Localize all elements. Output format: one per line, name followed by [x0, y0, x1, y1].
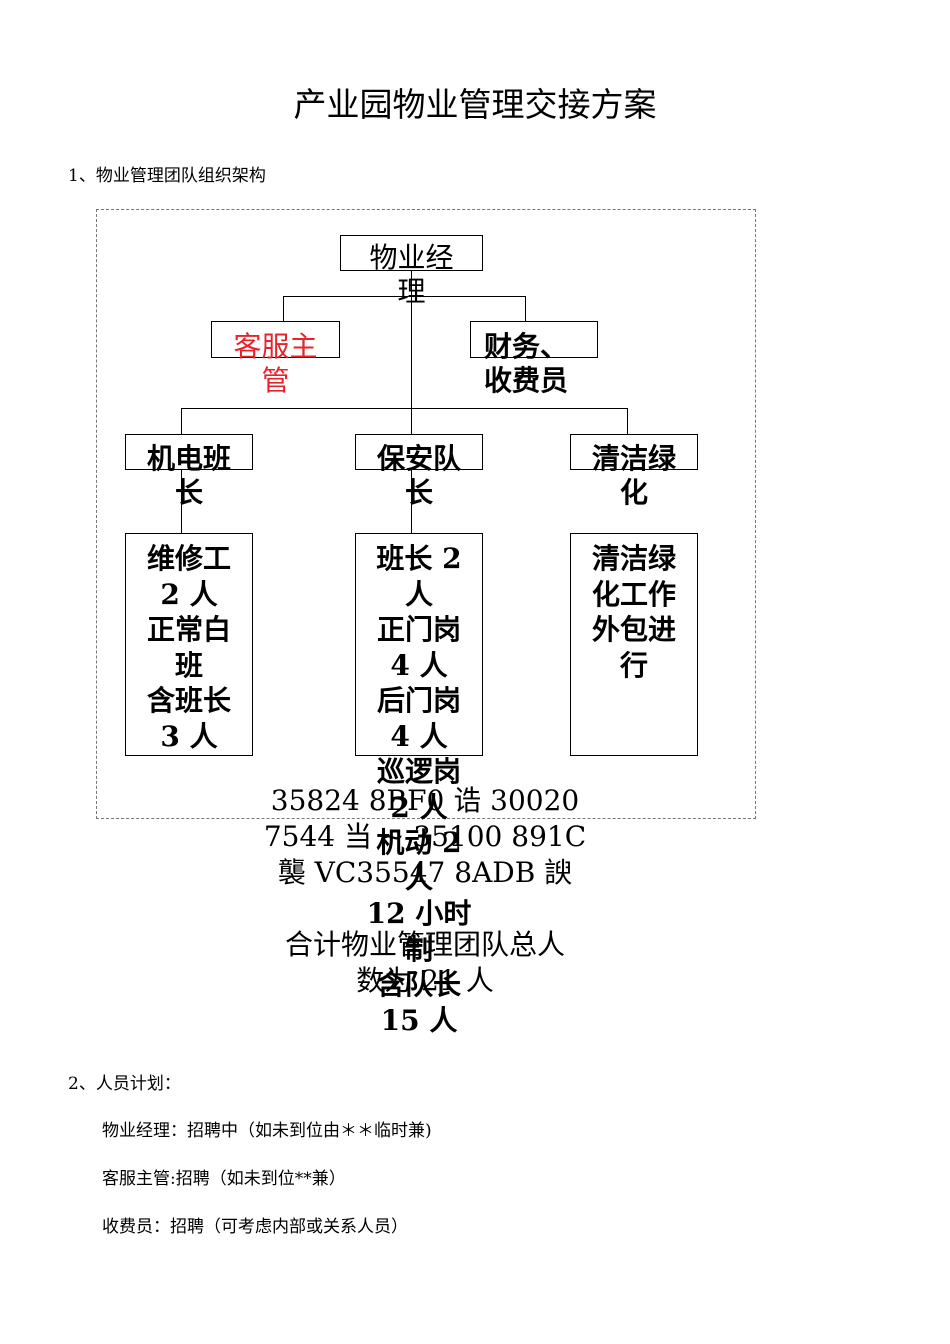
- org-detail-cleaning-box: [570, 533, 698, 756]
- detail-line: 人: [404, 577, 433, 611]
- detail-line: 巡逻岗: [376, 755, 461, 788]
- detail-line: 班长 2: [376, 542, 462, 575]
- detail-line: 2 人: [160, 577, 218, 611]
- detail-line: 12 小时: [366, 897, 472, 930]
- detail-line: 后门岗: [376, 684, 461, 717]
- detail-line: 正门岗: [376, 613, 461, 646]
- org-detail-security-box: [355, 533, 483, 756]
- org-detail-mep-box: [125, 533, 253, 756]
- connector-mep-drop: [181, 408, 182, 434]
- detail-line: 正常白: [146, 613, 231, 646]
- detail-line: 清洁绿: [591, 542, 676, 575]
- detail-line: 机动 2: [376, 826, 462, 859]
- detail-line: 人: [404, 861, 433, 895]
- connector-cs-drop: [283, 296, 284, 321]
- plan-item-cashier: 收费员：招聘（可考虑内部或关系人员）: [102, 1217, 408, 1237]
- overlay-garbled-text: 35824 8BF0 诰 30020 7544 当 ~ 35100 891C 襲…: [263, 784, 587, 889]
- org-node-manager-label: 物业经 理: [369, 241, 454, 308]
- org-node-manager: [340, 235, 483, 271]
- detail-line: 化工作: [591, 577, 676, 611]
- connector-level3-horizontal: [181, 408, 627, 409]
- detail-line: 维修工: [146, 542, 231, 575]
- connector-mep-detail: [181, 470, 182, 533]
- detail-line: 含班长: [146, 684, 231, 717]
- org-node-cleaning-label: 清洁绿 化: [591, 442, 676, 509]
- org-node-finance-label: 财务、 收费员: [484, 330, 569, 397]
- connector-manager-trunk: [411, 271, 412, 434]
- page-title: 产业园物业管理交接方案: [293, 85, 657, 124]
- detail-line: 行: [619, 648, 648, 682]
- detail-line: 3 人: [160, 719, 218, 753]
- plan-item-manager: 物业经理：招聘中（如未到位由＊＊临时兼): [102, 1121, 432, 1141]
- connector-security-detail: [411, 470, 412, 533]
- org-node-security-lead-label: 保安队 长: [376, 442, 461, 509]
- org-chart-frame: [96, 209, 756, 819]
- org-node-finance: [470, 321, 598, 358]
- org-detail-cleaning-text: 清洁绿化工作外包进行: [570, 541, 698, 683]
- detail-line: 4 人: [390, 719, 448, 753]
- detail-line: 外包进: [591, 613, 676, 646]
- connector-finance-drop: [525, 296, 526, 321]
- detail-line: 班: [174, 648, 203, 682]
- org-node-cs-supervisor-label: 客服主 管: [233, 330, 318, 397]
- team-total-text: 合计物业管理团队总人 数为 21 人: [284, 928, 565, 997]
- plan-item-cs-supervisor: 客服主管:招聘（如未到位**兼）: [102, 1169, 346, 1189]
- connector-cleaning-drop: [627, 408, 628, 434]
- detail-line: 制: [404, 932, 433, 966]
- org-node-cs-supervisor: [211, 321, 340, 358]
- connector-level2-horizontal: [283, 296, 525, 297]
- detail-line: 15 人: [380, 1003, 458, 1037]
- org-node-security-lead: [355, 434, 483, 470]
- section-1-heading: 1、物业管理团队组织架构: [68, 166, 266, 186]
- org-node-mep-lead-label: 机电班 长: [146, 442, 231, 509]
- section-2-heading: 2、人员计划：: [68, 1074, 181, 1094]
- org-node-mep-lead: [125, 434, 253, 470]
- detail-line: 4 人: [390, 648, 448, 682]
- org-node-cleaning: [570, 434, 698, 470]
- detail-line: 含队长: [376, 968, 461, 1001]
- detail-line: 2 人: [390, 790, 448, 824]
